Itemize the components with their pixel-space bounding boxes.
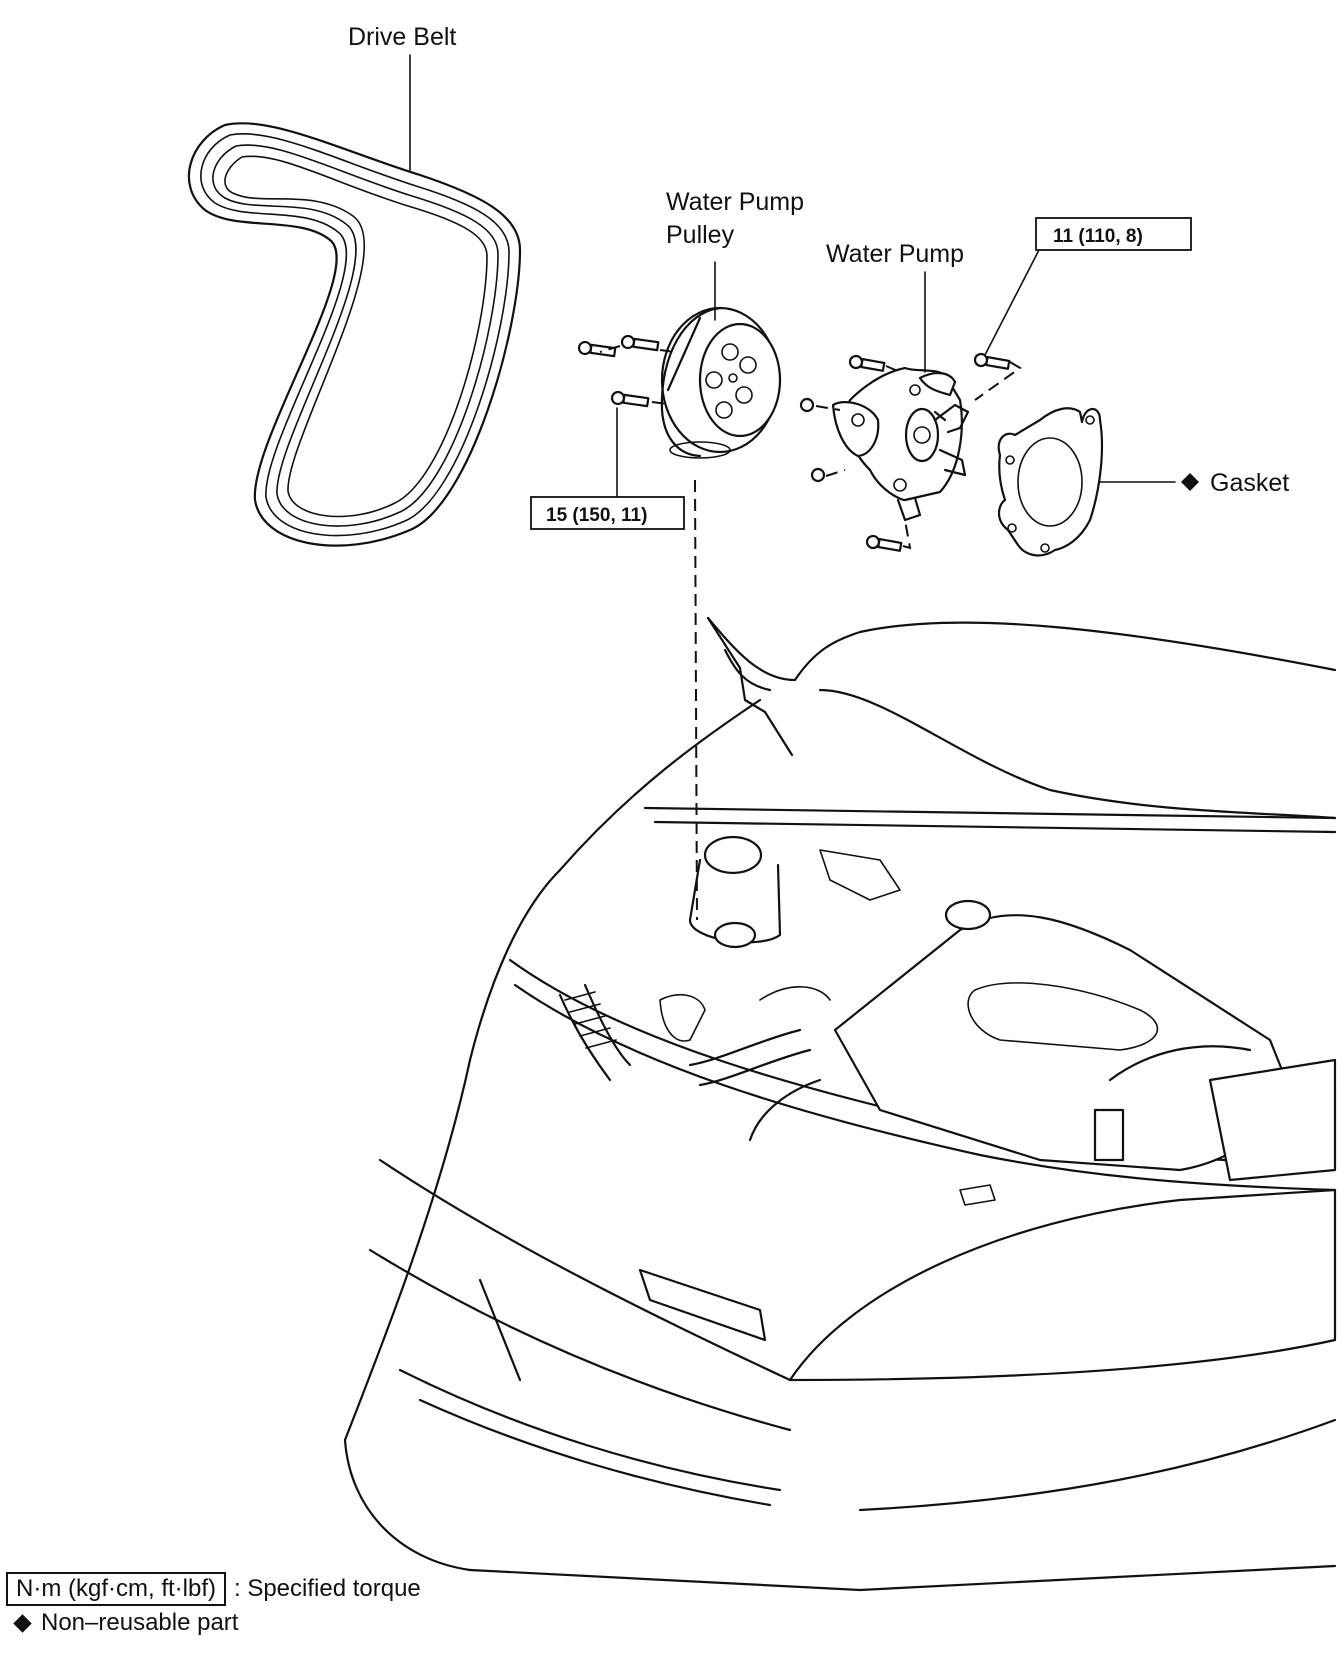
water-pump-pulley-label-1: Water Pump (666, 188, 804, 216)
torque-desc: : Specified torque (233, 1575, 421, 1602)
diamond-icon (13, 1613, 32, 1633)
water-pump (831, 366, 970, 522)
water-pump-pulley-label-2: Pulley (666, 221, 735, 249)
non-reusable-text: Non–reusable part (41, 1609, 239, 1636)
vehicle-engine-bay (343, 616, 1337, 1592)
pulley-torque-value: 15 (150, 11) (546, 505, 647, 526)
water-pump-label: Water Pump (826, 240, 964, 268)
legend: N·m (kgf·cm, ft·lbf) : Specified torque … (6, 1572, 606, 1640)
pump-torque-value: 11 (110, 8) (1053, 226, 1143, 247)
torque-unit-box: N·m (kgf·cm, ft·lbf) (6, 1572, 226, 1606)
gasket-label: Gasket (1210, 469, 1289, 497)
diamond-icon (1181, 473, 1199, 491)
pulley-torque-box (530, 496, 685, 530)
pump-torque-leader (984, 247, 1041, 356)
legend-torque-row: N·m (kgf·cm, ft·lbf) : Specified torque (6, 1572, 606, 1606)
legend-non-reusable-row: Non–reusable part (6, 1606, 606, 1640)
pump-nut (799, 397, 815, 413)
water-pump-pulley (660, 306, 782, 459)
drive-belt (187, 122, 522, 547)
pulley-bolts (577, 334, 676, 408)
pump-torque-box (1035, 217, 1192, 251)
gasket (997, 407, 1104, 557)
drive-belt-label: Drive Belt (348, 23, 456, 51)
water-pump-bolts (799, 352, 1022, 552)
pulley-alignment-line (694, 479, 698, 921)
pump-nut (810, 467, 826, 483)
